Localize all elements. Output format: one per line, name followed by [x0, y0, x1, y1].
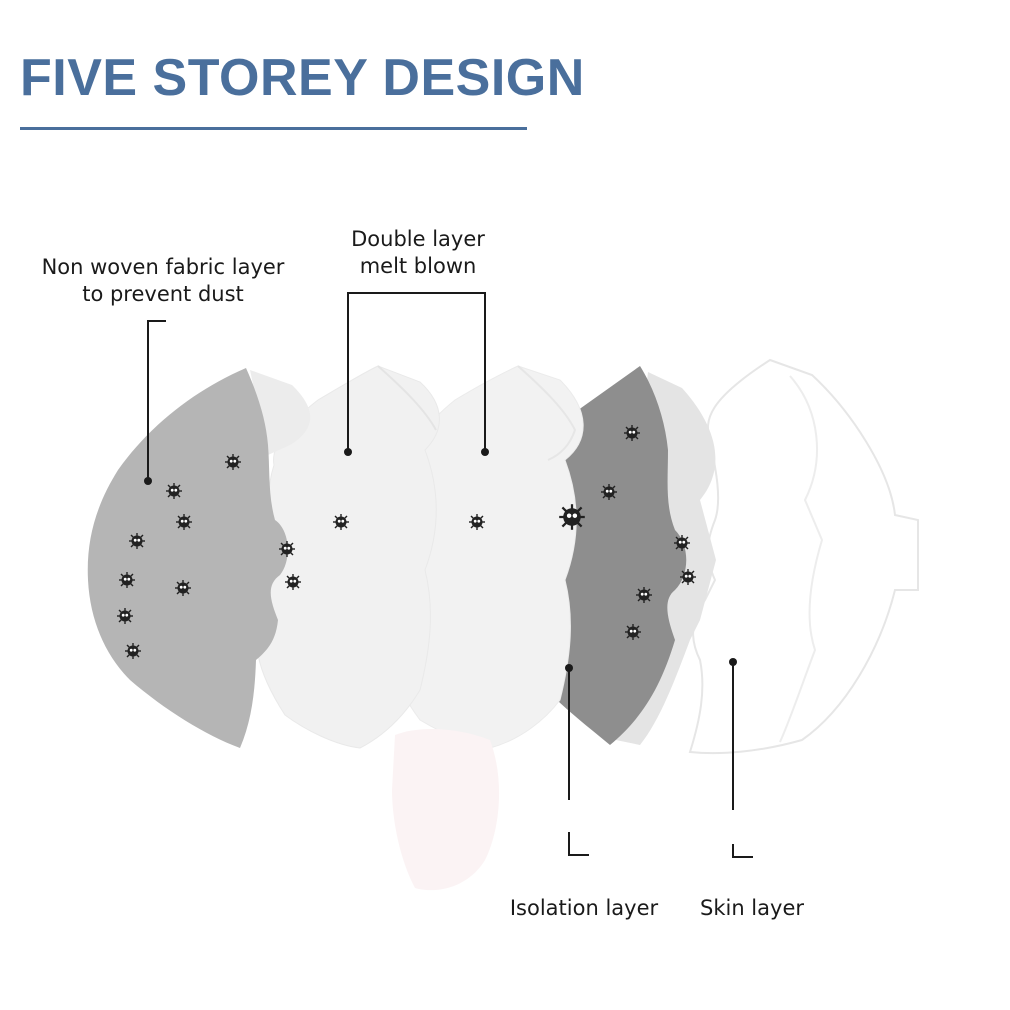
- title-underline: [20, 127, 527, 130]
- skin-layer-label: Skin layer: [700, 896, 804, 920]
- outer-layer-label: Non woven fabric layer to prevent dust: [28, 254, 298, 308]
- melt-blown-label-line-2: melt blown: [359, 254, 477, 278]
- leader-dots: [144, 448, 737, 672]
- skin-layer-shape: [688, 358, 919, 755]
- isolation-layer-label: Isolation layer: [509, 896, 659, 920]
- outer-layer-label-line-2: to prevent dust: [82, 282, 244, 306]
- outer-layer-label-line-1: Non woven fabric layer: [41, 255, 285, 279]
- faint-shadow: [392, 728, 500, 891]
- melt-blown-label-line-1: Double layer: [351, 227, 485, 251]
- page-title: FIVE STOREY DESIGN: [20, 49, 585, 107]
- melt-blown-label: Double layer melt blown: [328, 226, 508, 280]
- leader-lines: [147, 292, 753, 858]
- melt-blown-layer-1-shape: [257, 365, 440, 749]
